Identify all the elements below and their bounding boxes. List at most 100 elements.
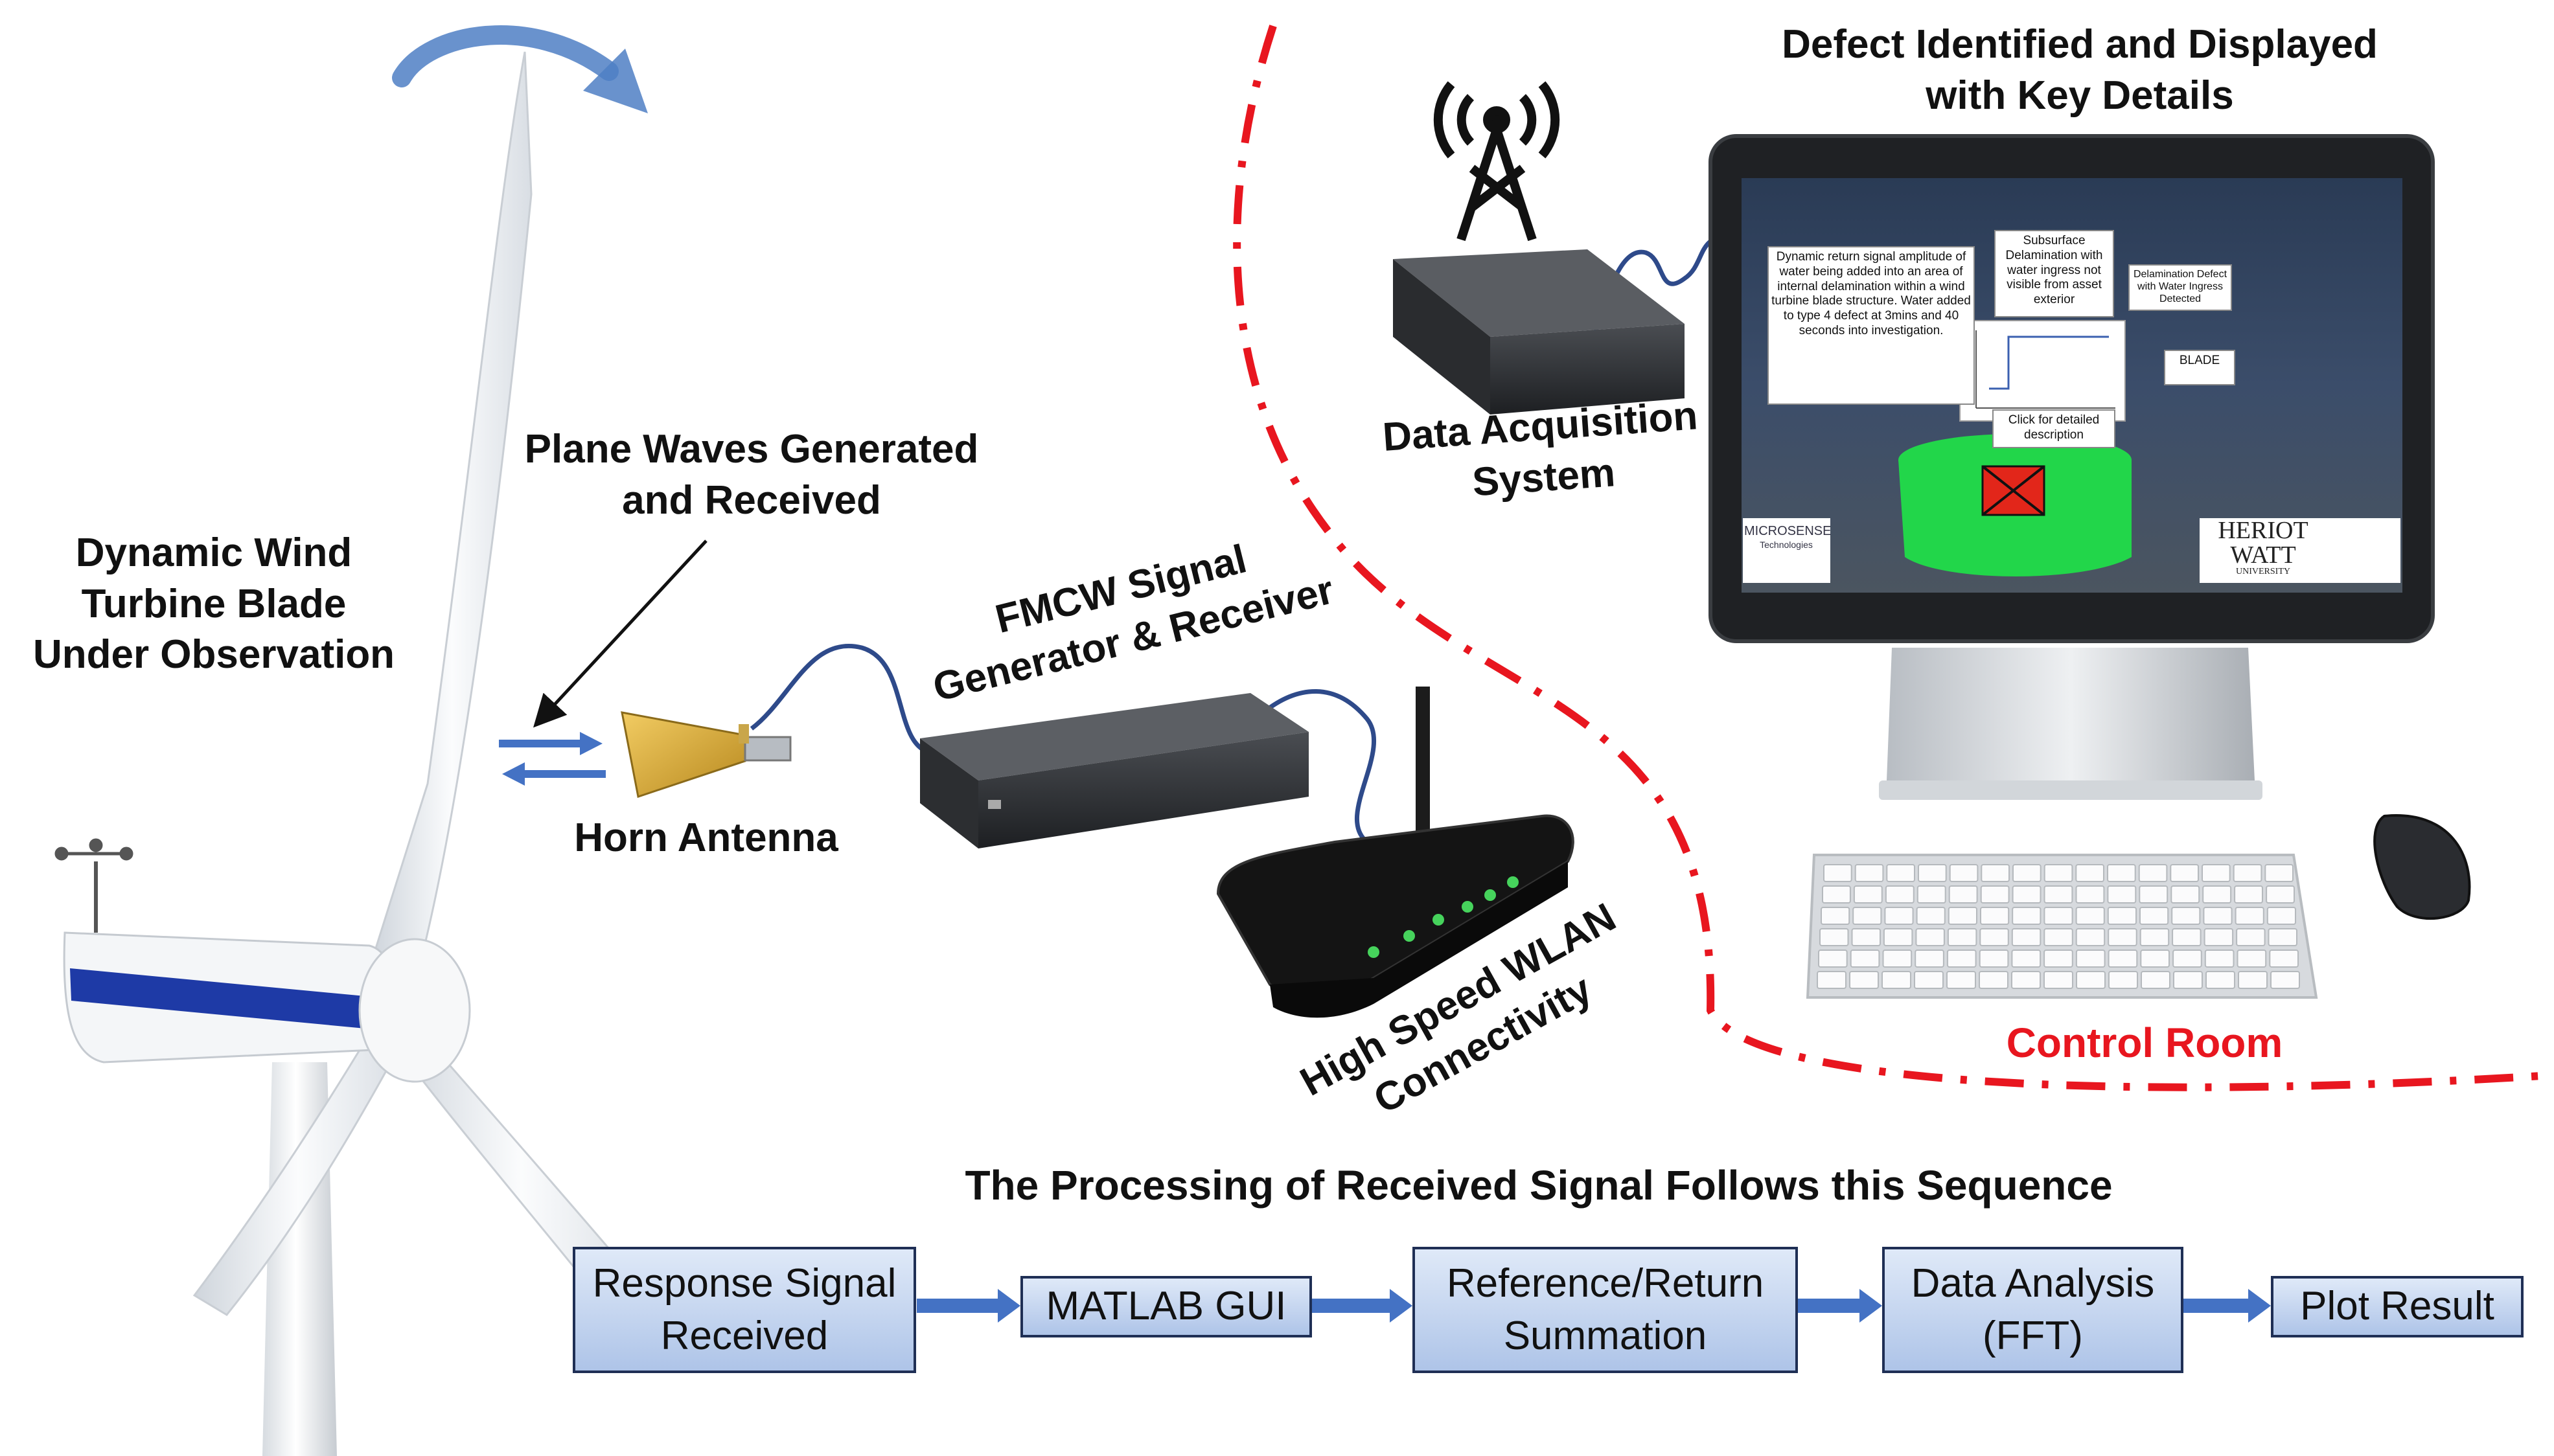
flow-step-3-line-1: Reference/Return [1446, 1260, 1764, 1306]
keyboard-key [1885, 885, 1915, 904]
fmcw-device-icon [920, 693, 1309, 848]
keyboard-key [1852, 907, 1882, 925]
keyboard-key [2012, 864, 2042, 882]
keyboard-key [1980, 907, 2010, 925]
keyboard-key [2234, 885, 2264, 904]
keyboard-key [2012, 907, 2042, 925]
keyboard-key [2139, 928, 2170, 946]
keyboard-key [2043, 950, 2073, 968]
keyboard-key [1823, 864, 1852, 882]
keyboard-key [1817, 971, 1846, 989]
sequence-title: The Processing of Received Signal Follow… [965, 1162, 2113, 1209]
defect-label-line-2: with Key Details [1926, 73, 2234, 118]
horn-antenna-icon [621, 711, 792, 798]
keyboard-icon [1806, 854, 2318, 999]
keyboard-key [1947, 928, 1977, 946]
keyboard-key [2075, 950, 2106, 968]
horn-antenna-label: Horn Antenna [574, 815, 838, 860]
keyboard-key [2141, 971, 2170, 989]
keyboard-key [1884, 907, 1914, 925]
keyboard-key [1882, 950, 1913, 968]
keyboard-key [2203, 907, 2233, 925]
plane-waves-line-2: and Received [622, 477, 881, 523]
keyboard-key [2138, 864, 2168, 882]
keyboard-key [1916, 885, 1946, 904]
keyboard-key [2170, 864, 2200, 882]
keyboard-key [2203, 928, 2234, 946]
flow-step-reference-return: Reference/Return Summation [1412, 1247, 1798, 1373]
flow-step-plot-result: Plot Result [2271, 1276, 2524, 1337]
keyboard-key [2237, 950, 2267, 968]
keyboard-key [1979, 928, 2009, 946]
keyboard-key [1979, 971, 2008, 989]
keyboard-key [2043, 864, 2073, 882]
keyboard-key [2268, 928, 2297, 946]
logo-heriot-watt: HERIOT WATT UNIVERSITY [2202, 518, 2325, 576]
logo-heriot: HERIOT [2218, 517, 2308, 544]
control-room-label: Control Room [2006, 1019, 2283, 1066]
turbine-label: Dynamic Wind Turbine Blade Under Observa… [26, 528, 402, 681]
flow-step-data-analysis: Data Analysis (FFT) [1882, 1247, 2183, 1373]
keyboard-key [1915, 950, 1944, 968]
keyboard-key [2108, 950, 2138, 968]
keyboard-key [2108, 971, 2138, 989]
keyboard-key [2235, 907, 2264, 925]
defect-label: Defect Identified and Displayed with Key… [1710, 19, 2449, 121]
keyboard-key [2172, 928, 2202, 946]
turbine-label-line-1: Dynamic Wind [75, 530, 352, 575]
flow-step-4-line-2: (FFT) [1983, 1313, 2083, 1358]
keyboard-key [2107, 885, 2137, 904]
keyboard-key [2011, 950, 2042, 968]
keyboard-key [2236, 928, 2266, 946]
screen-scene [1743, 320, 2400, 583]
keyboard-key [1886, 864, 1916, 882]
logo-microsense-text: MICROSENSE [1744, 524, 1832, 538]
keyboard-key [2012, 885, 2042, 904]
keyboard-key [2233, 864, 2262, 882]
keyboard-key [1981, 864, 2010, 882]
keyboard-key [2264, 864, 2294, 882]
keyboard-key [1850, 950, 1880, 968]
keyboard-key [2140, 950, 2170, 968]
keyboard-key [2172, 950, 2202, 968]
keyboard-key [1979, 950, 2009, 968]
flow-step-4-line-1: Data Analysis [1911, 1260, 2155, 1306]
turbine-blade-lower-left [192, 1021, 403, 1316]
flow-step-5-line-1: Plot Result [2300, 1284, 2494, 1329]
keyboard-key [2204, 950, 2235, 968]
flow-step-response-signal: Response Signal Received [573, 1247, 916, 1373]
keyboard-key [1918, 864, 1947, 882]
keyboard-key [1821, 907, 1850, 925]
flow-step-2-line-1: MATLAB GUI [1046, 1284, 1287, 1329]
keyboard-key [1853, 885, 1883, 904]
screen-note-delamination: Delamination Defect with Water Ingress D… [2128, 264, 2232, 311]
keyboard-key [2107, 864, 2136, 882]
keyboard-key [2266, 885, 2295, 904]
keyboard-key [1818, 950, 1848, 968]
turbine-hub [358, 938, 471, 1083]
screen-note-main: Dynamic return signal amplitude of water… [1767, 246, 1975, 405]
keyboard-key [1948, 907, 1978, 925]
keyboard-key [1980, 885, 2010, 904]
keyboard-key [1883, 928, 1913, 946]
keyboard-key [2170, 885, 2200, 904]
keyboard-key [1914, 971, 1944, 989]
keyboard-key [2266, 907, 2297, 925]
keyboard-key [2202, 885, 2232, 904]
keyboard-key [2011, 928, 2042, 946]
wlan-router-icon [1216, 687, 1574, 1018]
keyboard-key [1915, 928, 1945, 946]
keyboard-key [2043, 971, 2073, 989]
anemometer [54, 838, 133, 933]
screen-note-click[interactable]: Click for detailed description [1992, 409, 2115, 448]
keyboard-key [2139, 907, 2169, 925]
keyboard-key [2269, 950, 2299, 968]
rotation-arrow-icon [392, 25, 619, 87]
wind-turbine [54, 51, 656, 1456]
flow-step-1-line-2: Received [660, 1313, 829, 1358]
defect-label-line-1: Defect Identified and Displayed [1782, 22, 2378, 67]
screen-note-subsurface: Subsurface Delamination with water ingre… [1994, 230, 2114, 317]
keyboard-key [2043, 885, 2073, 904]
keyboard-key [1949, 864, 1979, 882]
